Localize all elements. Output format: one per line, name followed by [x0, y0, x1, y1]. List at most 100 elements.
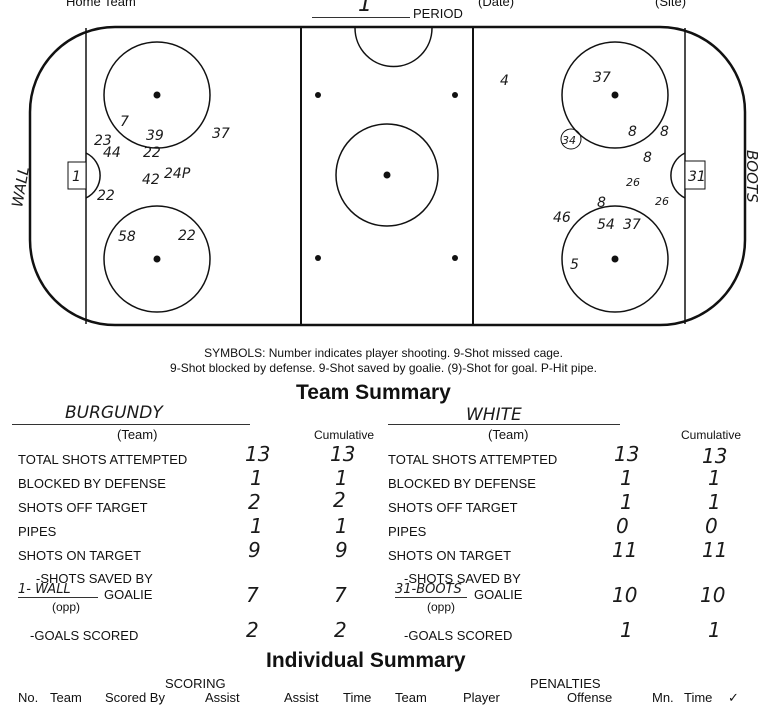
shot-mark: 22: [143, 145, 161, 161]
right-cumulative: 1: [708, 618, 721, 642]
right-team-caption: (Team): [488, 427, 529, 442]
column-header: Team: [50, 690, 82, 705]
right-value: 1: [620, 466, 633, 490]
left-cumulative: 1: [335, 514, 348, 538]
scoring-label: SCORING: [165, 676, 226, 691]
left-value: 2: [248, 490, 261, 514]
column-header: Offense: [567, 690, 613, 705]
right-cumulative: 0: [705, 514, 718, 538]
symbols-line-2: 9-Shot blocked by defense. 9-Shot saved …: [170, 361, 597, 375]
shot-mark: 37: [623, 217, 641, 233]
left-cumulative: 7: [334, 583, 347, 607]
left-cumulative: 2: [334, 618, 347, 642]
shot-mark: 39: [146, 128, 164, 144]
right-value: 1: [620, 490, 633, 514]
shot-mark: 46: [553, 210, 571, 226]
right-goalie-number: 31: [688, 169, 706, 185]
right-shot-marks: 4 37 34 8 8 8 26 26 8 46 54 37 5: [500, 70, 669, 273]
left-shot-marks: 7 23 44 39 22 37 42 24P 22 58 22: [94, 114, 230, 245]
opp-caption: (opp): [52, 600, 81, 614]
row-label: -GOALS SCORED: [30, 628, 139, 643]
row-label: PIPES: [18, 524, 57, 539]
row-label: -SHOTS SAVED BY: [404, 571, 521, 586]
left-value: 9: [248, 538, 261, 562]
row-label: -SHOTS SAVED BY: [36, 571, 153, 586]
column-header: Time: [343, 690, 372, 705]
opp-caption: (opp): [427, 600, 456, 614]
left-cumulative: 9: [335, 538, 348, 562]
left-cumulative: 13: [330, 442, 356, 466]
row-label: SHOTS ON TARGET: [18, 548, 142, 563]
center-circle: [335, 123, 439, 227]
faceoff-circle: [561, 205, 669, 313]
row-label: SHOTS OFF TARGET: [18, 500, 148, 515]
right-cumulative: 1: [708, 466, 721, 490]
shot-mark: 8: [643, 150, 652, 166]
right-cumulative: 11: [702, 538, 728, 562]
left-goal-box: [67, 161, 87, 190]
shot-mark: 22: [97, 188, 115, 204]
right-team-name: WHITE: [466, 405, 522, 425]
shot-mark: 37: [593, 70, 611, 86]
left-team-caption: (Team): [117, 427, 158, 442]
right-value: 13: [614, 442, 640, 466]
right-value: 1: [620, 618, 633, 642]
shot-mark: 37: [212, 126, 230, 142]
left-cumulative: 2: [333, 488, 346, 512]
left-goalie-number: 1: [72, 169, 81, 185]
row-label: SHOTS OFF TARGET: [388, 500, 518, 515]
shot-mark: 8: [628, 124, 637, 140]
row-label: GOALIE: [474, 587, 523, 602]
center-dot: [383, 171, 391, 179]
rink-diagram: 1 31 WALL BOOTS 7 23 44 39 22 37 42 24P …: [8, 25, 761, 327]
right-goalie-name: BOOTS: [743, 150, 761, 203]
right-value: 10: [612, 583, 638, 607]
row-label: BLOCKED BY DEFENSE: [18, 476, 166, 491]
column-header: No.: [18, 690, 39, 705]
left-value: 1: [250, 466, 263, 490]
right-crease: [670, 152, 686, 199]
left-cumulative-label: Cumulative: [314, 428, 375, 442]
shot-mark: 44: [103, 145, 121, 161]
period-value: 1: [358, 0, 372, 17]
shot-mark: 58: [118, 229, 136, 245]
shot-mark: 22: [178, 228, 196, 244]
symbols-line-1: SYMBOLS: Number indicates player shootin…: [204, 346, 563, 360]
checkmark-column-header: ✓: [728, 690, 739, 705]
home-team-label: Home Team: [66, 0, 136, 9]
left-value: 7: [246, 583, 259, 607]
shot-mark: 26: [626, 176, 640, 189]
shot-mark: 54: [597, 217, 615, 233]
individual-summary-title: Individual Summary: [266, 649, 466, 672]
column-header: Player: [463, 690, 500, 705]
left-value: 2: [246, 618, 259, 642]
faceoff-circle: [561, 41, 669, 149]
shot-mark: 4: [500, 73, 509, 89]
right-value: 0: [616, 514, 629, 538]
date-label: (Date): [478, 0, 515, 9]
left-value: 1: [250, 514, 263, 538]
row-label: BLOCKED BY DEFENSE: [388, 476, 536, 491]
penalties-label: PENALTIES: [530, 676, 601, 691]
row-label: TOTAL SHOTS ATTEMPTED: [18, 452, 188, 467]
shot-mark: 8: [597, 195, 606, 211]
left-opp-goalie: 1- WALL: [18, 582, 98, 598]
referee-crease: [354, 27, 433, 68]
column-header: Mn.: [652, 690, 674, 705]
shot-mark: 42: [142, 172, 160, 188]
column-header: Time: [684, 690, 713, 705]
right-cumulative-label: Cumulative: [681, 428, 742, 442]
site-label: (Site): [655, 0, 687, 9]
column-header: Scored By: [105, 690, 165, 705]
period-label: PERIOD: [413, 6, 463, 21]
row-label: GOALIE: [104, 587, 153, 602]
row-label: PIPES: [388, 524, 427, 539]
shot-mark: 8: [660, 124, 669, 140]
faceoff-circle: [103, 41, 211, 149]
left-crease: [85, 152, 101, 199]
row-label: TOTAL SHOTS ATTEMPTED: [388, 452, 558, 467]
shot-mark: 34: [562, 134, 576, 147]
left-cumulative: 1: [335, 466, 348, 490]
column-header: Team: [395, 690, 427, 705]
